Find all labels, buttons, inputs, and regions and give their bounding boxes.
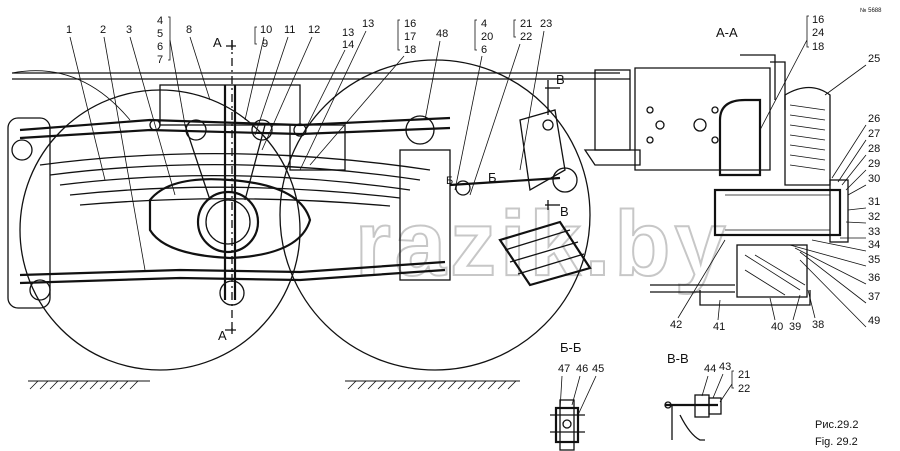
bb-callout-45: 45 xyxy=(592,363,604,375)
aa-callout-42: 42 xyxy=(670,319,682,331)
bb-callout-46: 46 xyxy=(576,363,588,375)
aa-callout-35: 35 xyxy=(868,254,880,266)
cut-mark-b: Б xyxy=(488,170,497,185)
cut-mark-v-top: В xyxy=(556,72,565,87)
section-v-v-title: В-В xyxy=(667,351,689,366)
callout-15: 13 xyxy=(362,18,374,30)
aa-callout-39: 39 xyxy=(789,321,801,333)
aa-callouts: 16 24 18 25 26 27 28 29 30 31 32 33 34 3… xyxy=(670,14,880,333)
cut-mark-v-bottom: В xyxy=(560,204,569,219)
rear-axle-housing xyxy=(399,149,451,281)
aa-callout-27: 27 xyxy=(868,128,880,140)
rear-wheel xyxy=(279,59,591,371)
aa-callout-40: 40 xyxy=(771,321,783,333)
main-callouts: 1 2 3 4 5 6 7 8 10 9 11 12 13 14 13 16 1… xyxy=(66,15,552,271)
callout-11: 11 xyxy=(284,24,295,36)
callout-48: 48 xyxy=(436,28,448,40)
section-b-b-view xyxy=(550,399,585,451)
cut-mark-a-bottom: А xyxy=(218,328,227,343)
callout-5: 5 xyxy=(157,28,163,40)
callout-22: 22 xyxy=(520,31,532,43)
figure-caption-en: Fig. 29.2 xyxy=(815,436,858,448)
aa-callout-32: 32 xyxy=(868,211,880,223)
callout-14: 14 xyxy=(342,39,354,51)
bb-bushing xyxy=(554,406,580,444)
section-a-a-title: А-А xyxy=(716,25,738,40)
aa-lower-block xyxy=(736,244,808,298)
aa-callout-38: 38 xyxy=(812,319,824,331)
aa-callout-25: 25 xyxy=(868,53,880,65)
aa-callout-29: 29 xyxy=(868,158,880,170)
aa-callout-28: 28 xyxy=(868,143,880,155)
aa-callout-36: 36 xyxy=(868,272,880,284)
aa-callout-18: 18 xyxy=(812,41,824,53)
vv-callout-43: 43 xyxy=(719,361,731,373)
callout-12: 12 xyxy=(308,24,320,36)
vv-callout-22: 22 xyxy=(738,383,750,395)
callout-10: 10 xyxy=(260,24,272,36)
balancer-axle xyxy=(196,190,260,254)
aa-callout-41: 41 xyxy=(713,321,725,333)
shock-bracket xyxy=(519,109,566,192)
aa-callout-30: 30 xyxy=(868,173,880,185)
aa-callout-33: 33 xyxy=(868,226,880,238)
aa-callout-37: 37 xyxy=(868,291,880,303)
aa-hook xyxy=(740,54,786,110)
corner-mark: № 5688 xyxy=(860,7,882,14)
callout-9: 9 xyxy=(262,38,268,50)
aa-axle-tube xyxy=(713,188,842,237)
callout-18: 18 xyxy=(404,44,416,56)
frame-bracket xyxy=(159,84,301,126)
callout-16: 16 xyxy=(404,18,416,30)
callout-1: 1 xyxy=(66,24,72,36)
right-frame-block xyxy=(594,69,631,151)
aa-elbow xyxy=(718,98,762,177)
section-v-v-view xyxy=(664,394,722,441)
left-end-hub xyxy=(7,117,51,309)
ground-hatch xyxy=(29,380,517,390)
callout-2: 2 xyxy=(100,24,106,36)
vv-callout-44: 44 xyxy=(704,363,716,375)
callout-21: 21 xyxy=(520,18,532,30)
figure-caption-ru: Рис.29.2 xyxy=(815,419,858,431)
callout-6b: 6 xyxy=(481,44,487,56)
callout-17: 17 xyxy=(404,31,416,43)
aa-callout-26: 26 xyxy=(868,113,880,125)
damper-cylinder xyxy=(498,220,592,287)
callout-23: 23 xyxy=(540,18,552,30)
aa-spring-housing xyxy=(784,86,831,186)
rear-bolt xyxy=(405,115,435,145)
cut-mark-a-top: А xyxy=(213,35,222,50)
section-b-b-title: Б-Б xyxy=(560,340,581,355)
watermark: razik.by xyxy=(355,193,730,295)
aa-callout-49: 49 xyxy=(868,315,880,327)
aa-callout-24: 24 xyxy=(812,27,824,39)
frame-rail xyxy=(12,72,630,80)
spring-seat xyxy=(289,124,346,171)
frame-curve xyxy=(11,70,131,121)
aa-callout-34: 34 xyxy=(868,239,880,251)
callout-4b: 4 xyxy=(481,18,487,30)
lower-reaction-rod xyxy=(19,260,446,277)
shock-rod xyxy=(449,176,561,187)
cut-mark-b-small: Б xyxy=(446,175,453,187)
callout-8: 8 xyxy=(186,24,192,36)
vv-callout-21: 21 xyxy=(738,369,750,381)
callout-7: 7 xyxy=(157,54,163,66)
aa-callout-31: 31 xyxy=(868,196,880,208)
callout-3: 3 xyxy=(126,24,132,36)
aa-frame-plate xyxy=(634,67,771,171)
callout-20: 20 xyxy=(481,31,493,43)
callout-13: 13 xyxy=(342,27,354,39)
callout-4: 4 xyxy=(157,15,163,27)
aa-callout-16: 16 xyxy=(812,14,824,26)
main-side-view xyxy=(7,40,641,390)
bb-callout-47: 47 xyxy=(558,363,570,375)
callout-6: 6 xyxy=(157,41,163,53)
